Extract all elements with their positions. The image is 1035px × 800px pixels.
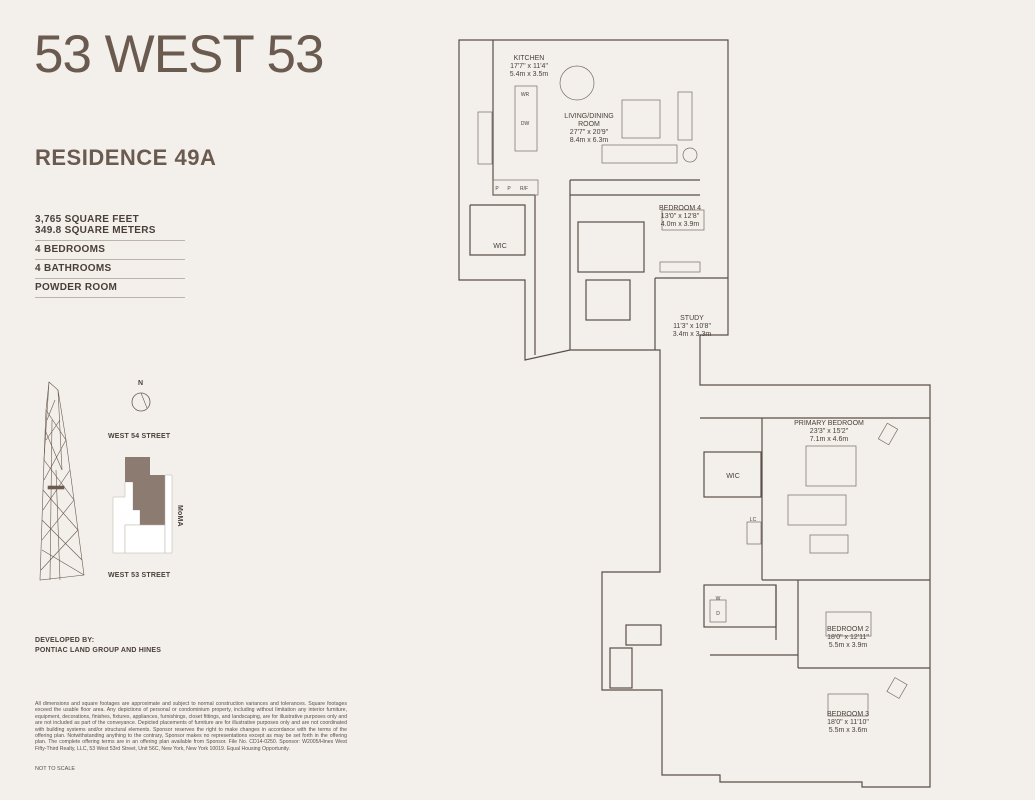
wr-label: WR <box>521 92 530 98</box>
bedroom2-metric: 5.5m x 3.9m <box>829 642 868 649</box>
not-to-scale-note: NOT TO SCALE <box>35 766 76 772</box>
primary-bed-icon <box>805 445 857 487</box>
bedroom2-name: BEDROOM 2 <box>827 626 869 633</box>
sofa-side-icon <box>677 91 693 141</box>
street-north-label: WEST 54 STREET <box>108 433 171 440</box>
bedroom4-imperial: 13'0" x 12'8" <box>661 213 700 220</box>
north-label: N <box>138 380 144 387</box>
bedroom4-name: BEDROOM 4 <box>659 205 701 212</box>
kitchen-name: KITCHEN <box>514 55 545 62</box>
residence-name: RESIDENCE 49A <box>35 145 217 170</box>
washer-icon <box>709 599 727 623</box>
developer-names: PONTIAC LAND GROUP AND HINES <box>35 647 162 654</box>
washer-label: W <box>716 596 721 602</box>
legal-disclaimer: All dimensions and square footages are a… <box>35 701 347 752</box>
dining-table-icon <box>559 65 595 101</box>
bedroom4-metric: 4.0m x 3.9m <box>661 221 700 228</box>
linen-closet-icon <box>746 521 762 545</box>
furniture <box>477 65 908 717</box>
spec-powder-room: POWDER ROOM <box>35 279 185 298</box>
plan-outline <box>458 39 931 788</box>
specs-list: 3,765 SQUARE FEET 349.8 SQUARE METERS 4 … <box>35 211 185 298</box>
bed2-icon <box>825 611 872 637</box>
rf-label: R/F <box>520 186 528 192</box>
room-labels: KITCHEN 17'7" x 11'4" 5.4m x 3.5m LIVING… <box>493 55 869 734</box>
dw-label: DW <box>521 121 530 127</box>
pantry-icon <box>492 179 539 196</box>
study-metric: 3.4m x 3.3m <box>673 331 712 338</box>
bed4-icon <box>661 209 705 231</box>
developer-block: DEVELOPED BY: PONTIAC LAND GROUP AND HIN… <box>35 636 161 656</box>
vanity-icon <box>787 494 847 526</box>
bed3-icon <box>827 693 869 717</box>
tub-icon <box>809 534 849 554</box>
plan-walls <box>458 39 931 788</box>
site-plan <box>112 457 173 554</box>
primary-name: PRIMARY BEDROOM <box>794 420 864 427</box>
bedroom3-name: BEDROOM 3 <box>827 711 869 718</box>
bedroom3-metric: 5.5m x 3.6m <box>829 727 868 734</box>
primary-metric: 7.1m x 4.6m <box>810 436 849 443</box>
developer-heading: DEVELOPED BY: <box>35 637 95 644</box>
street-south-label: WEST 53 STREET <box>108 572 171 579</box>
spec-square-meters: 349.8 SQUARE METERS <box>35 225 185 241</box>
spec-bathrooms: 4 BATHROOMS <box>35 260 185 279</box>
study-name: STUDY <box>680 315 704 322</box>
living-metric: 8.4m x 6.3m <box>570 137 609 144</box>
spec-bedrooms: 4 BEDROOMS <box>35 241 185 260</box>
pantry-p2-label: P <box>507 186 511 192</box>
living-name2: ROOM <box>578 121 600 128</box>
primary-imperial: 23'3" x 15'2" <box>810 428 849 435</box>
study-imperial: 11'3" x 10'8" <box>673 323 711 330</box>
chair-icon <box>877 422 899 446</box>
wic1-label: WIC <box>493 243 507 250</box>
rug-icon <box>621 99 661 139</box>
north-compass-icon <box>131 392 151 412</box>
bedroom3-imperial: 18'0" x 11'10" <box>827 719 869 726</box>
kitchen-island-icon <box>514 85 538 152</box>
building-title: 53 WEST 53 <box>34 25 324 84</box>
dryer-label: D <box>716 611 720 617</box>
kitchen-metric: 5.4m x 3.5m <box>510 71 549 78</box>
side-table-icon <box>682 147 698 163</box>
desk-icon <box>659 261 701 273</box>
bedroom2-imperial: 18'0" x 12'11" <box>827 634 869 641</box>
living-imperial: 27'7" x 20'9" <box>570 129 609 136</box>
tower-illustration <box>39 381 85 581</box>
living-name1: LIVING/DINING <box>564 113 613 120</box>
chair2-icon <box>886 677 908 699</box>
sofa-icon <box>601 144 678 164</box>
pantry-p1-label: P <box>495 186 499 192</box>
range-icon <box>477 111 493 165</box>
lc-label: LC <box>750 517 757 523</box>
wic2-label: WIC <box>726 473 740 480</box>
kitchen-imperial: 17'7" x 11'4" <box>510 63 548 70</box>
spec-square-feet: 3,765 SQUARE FEET <box>35 214 140 225</box>
